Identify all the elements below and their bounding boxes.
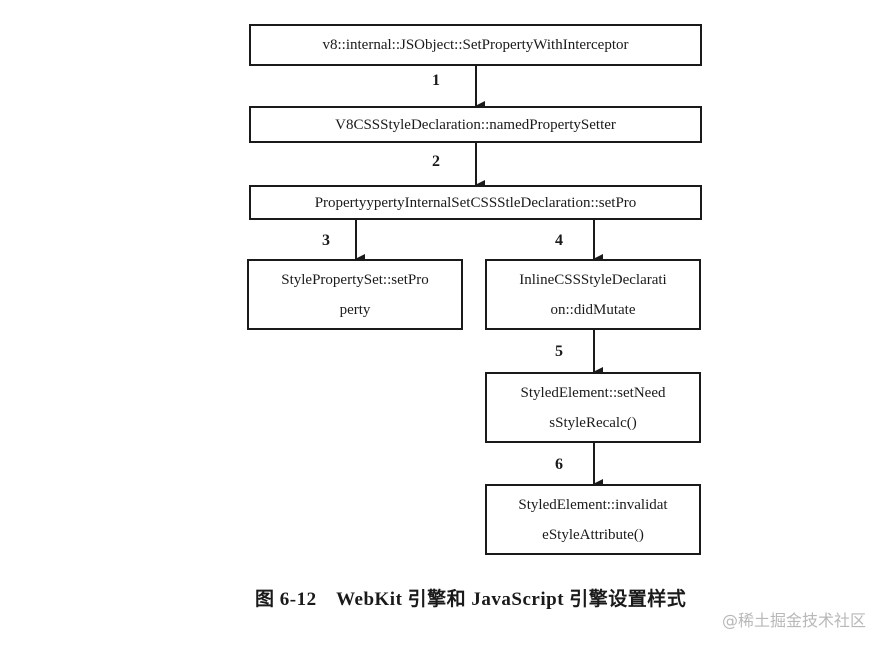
- watermark: @稀土掘金技术社区: [721, 611, 866, 630]
- node-text-line-2: perty: [339, 301, 371, 318]
- edge-label-3: 3: [322, 232, 330, 249]
- node-style-property-set: StylePropertySet::setPro perty: [247, 259, 463, 330]
- node-did-mutate: InlineCSSStyleDeclarati on::didMutate: [485, 259, 701, 330]
- node-text-line-2: eStyleAttribute(): [542, 526, 644, 543]
- node-internal-set-property: PropertyypertyInternalSetCSSStleDeclarat…: [249, 185, 702, 220]
- node-text-line-1: StyledElement::setNeed: [520, 384, 666, 401]
- node-invalidate-style-attribute: StyledElement::invalidat eStyleAttribute…: [485, 484, 701, 555]
- node-text-line-1: InlineCSSStyleDeclarati: [519, 271, 667, 288]
- node-text-line-1: StyledElement::invalidat: [518, 496, 668, 513]
- edge-label-2: 2: [432, 153, 440, 170]
- node-named-property-setter: V8CSSStyleDeclaration::namedPropertySett…: [249, 106, 702, 143]
- node-set-property-with-interceptor: v8::internal::JSObject::SetPropertyWithI…: [249, 24, 702, 66]
- edge-label-4: 4: [555, 232, 563, 249]
- edge-label-6: 6: [555, 456, 563, 473]
- figure-caption: 图 6-12 WebKit 引擎和 JavaScript 引擎设置样式: [255, 589, 687, 610]
- node-text-line-2: on::didMutate: [550, 301, 636, 318]
- edge-label-5: 5: [555, 343, 563, 360]
- edge-label-1: 1: [432, 72, 440, 89]
- node-text: PropertyypertyInternalSetCSSStleDeclarat…: [314, 194, 637, 211]
- node-text: V8CSSStyleDeclaration::namedPropertySett…: [335, 116, 616, 133]
- node-text: v8::internal::JSObject::SetPropertyWithI…: [322, 37, 629, 53]
- node-set-need-style-recalc: StyledElement::setNeed sStyleRecalc(): [485, 372, 701, 443]
- node-text-line-1: StylePropertySet::setPro: [281, 271, 429, 288]
- node-text-line-2: sStyleRecalc(): [549, 414, 637, 431]
